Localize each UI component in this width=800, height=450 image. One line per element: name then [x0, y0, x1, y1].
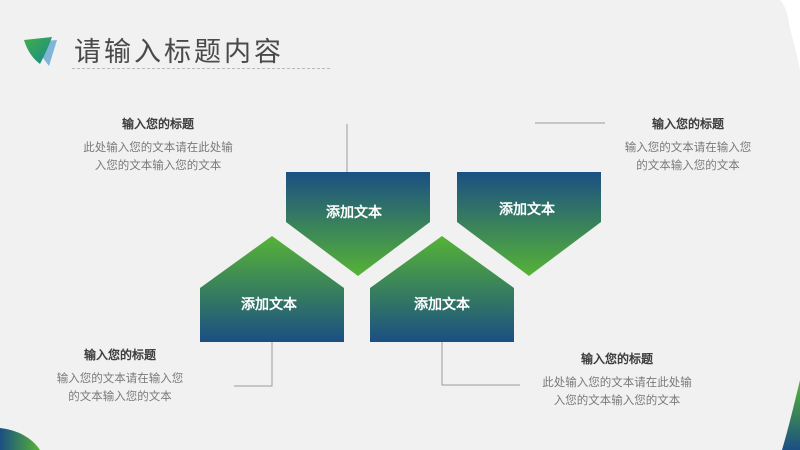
page-title: 请输入标题内容 [74, 37, 284, 68]
connector-line-bottom-left [234, 340, 273, 387]
title-underline [72, 68, 330, 69]
text-block-body: 输入您的文本请在输入您 的文本输入您的文本 [573, 138, 800, 174]
shape-label-bottom-right: 添加文本 [414, 297, 470, 313]
shape-bottom-right [370, 236, 514, 342]
corner-decoration-top-right [780, 0, 800, 70]
text-block-body: 输入您的文本请在输入您 的文本输入您的文本 [5, 369, 235, 405]
shape-label-top-right: 添加文本 [499, 202, 555, 218]
text-block-line: 此处输入您的文本请在此处输 [83, 140, 233, 154]
shape-top-right [457, 172, 601, 276]
text-block-title: 输入您的标题 [580, 352, 653, 366]
text-block-line: 入您的文本输入您的文本 [94, 158, 222, 172]
text-block-line: 输入您的文本请在输入您 [56, 371, 184, 385]
text-block-body: 此处输入您的文本请在此处输 入您的文本输入您的文本 [43, 138, 273, 174]
corner-decoration-bottom-right [782, 380, 800, 450]
text-block-title: 输入您的标题 [83, 348, 156, 362]
shape-label-bottom-left: 添加文本 [241, 297, 297, 313]
text-block-line: 的文本输入您的文本 [68, 389, 172, 403]
shape-bottom-left [200, 236, 344, 342]
text-block-top-right: 输入您的标题 输入您的文本请在输入您 的文本输入您的文本 [573, 115, 800, 174]
text-block-line: 入您的文本输入您的文本 [553, 393, 681, 407]
shape-label-top-left: 添加文本 [326, 205, 382, 221]
corner-decoration-bottom-left [0, 428, 40, 450]
shape-top-left [286, 172, 430, 276]
text-block-bottom-left: 输入您的标题 输入您的文本请在输入您 的文本输入您的文本 [5, 346, 235, 405]
text-block-body: 此处输入您的文本请在此处输 入您的文本输入您的文本 [502, 373, 732, 409]
text-block-line: 输入您的文本请在输入您 [624, 140, 752, 154]
connector-lines [234, 122, 605, 387]
text-block-title: 输入您的标题 [121, 117, 194, 131]
connector-line-bottom-right [441, 340, 520, 386]
text-block-line: 的文本输入您的文本 [636, 158, 740, 172]
logo-leaf-icon [24, 37, 57, 66]
text-block-line: 此处输入您的文本请在此处输 [542, 375, 692, 389]
text-block-top-left: 输入您的标题 此处输入您的文本请在此处输 入您的文本输入您的文本 [43, 115, 273, 174]
text-block-bottom-right: 输入您的标题 此处输入您的文本请在此处输 入您的文本输入您的文本 [502, 350, 732, 409]
text-block-title: 输入您的标题 [651, 117, 724, 131]
